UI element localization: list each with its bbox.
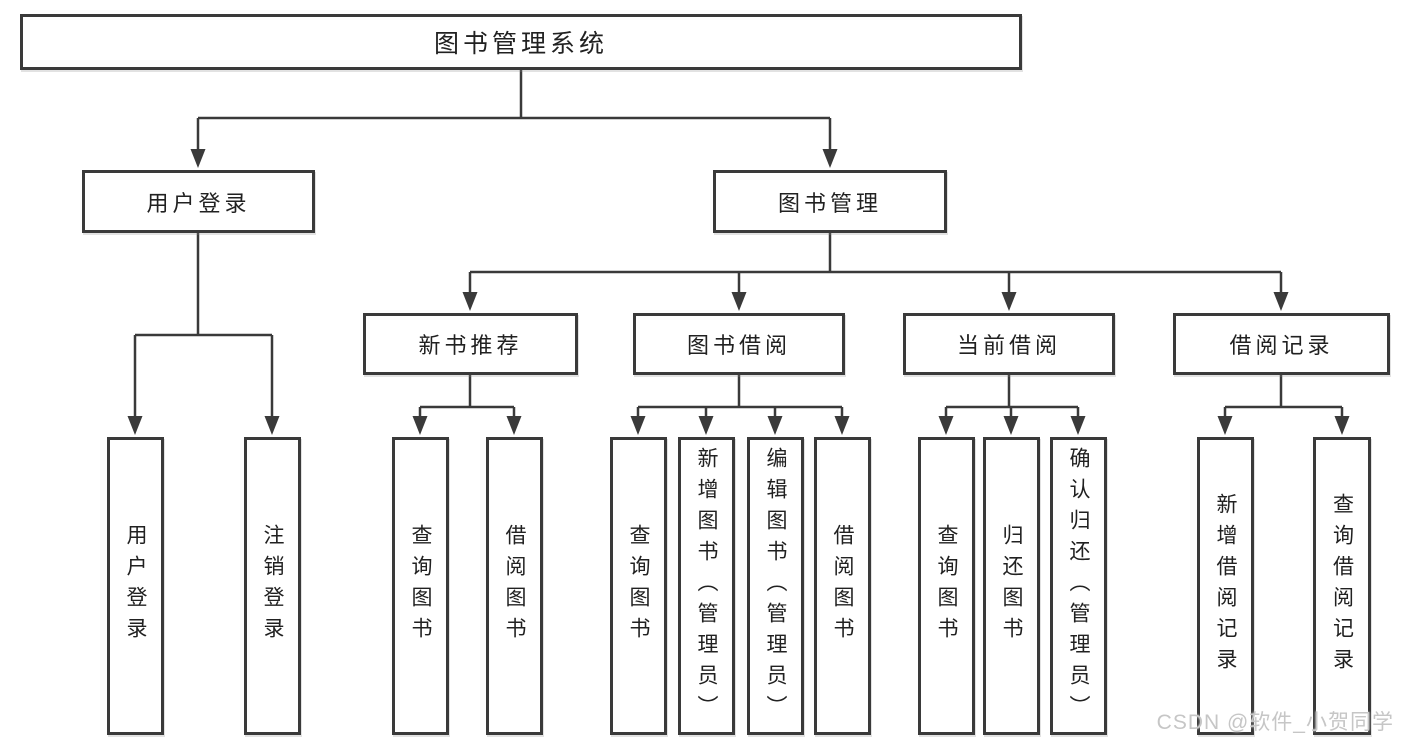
leaf-return-books-label: 归还图书 — [1000, 524, 1023, 648]
leaf-query-books-current-label: 查询图书 — [935, 524, 958, 648]
leaf-query-books-recommend-label: 查询图书 — [409, 524, 432, 648]
leaf-borrow-books-recommend: 借阅图书 — [486, 437, 543, 735]
leaf-add-books-admin: 新增图书（管理员） — [678, 437, 735, 735]
root-node-label: 图书管理系统 — [433, 30, 608, 58]
leaf-query-borrow-record-label: 查询借阅记录 — [1330, 493, 1354, 679]
csdn-watermark: CSDN @软件_小贺同学 — [1156, 711, 1394, 734]
node-book-management: 图书管理 — [713, 170, 947, 233]
leaf-user-login: 用户登录 — [107, 437, 164, 735]
leaf-add-borrow-record: 新增借阅记录 — [1197, 437, 1254, 735]
node-book-management-label: 图书管理 — [777, 190, 882, 216]
leaf-query-books-current: 查询图书 — [918, 437, 975, 735]
node-user-login: 用户登录 — [82, 170, 315, 233]
leaf-borrow-books-label: 借阅图书 — [831, 524, 854, 648]
leaf-edit-books-admin-label: 编辑图书（管理员） — [764, 446, 787, 726]
leaf-borrow-books: 借阅图书 — [814, 437, 871, 735]
leaf-logout-login: 注销登录 — [244, 437, 301, 735]
node-user-login-label: 用户登录 — [146, 190, 251, 216]
node-current-borrow: 当前借阅 — [903, 313, 1115, 375]
leaf-add-books-admin-label: 新增图书（管理员） — [695, 446, 718, 726]
node-book-borrow-label: 图书借阅 — [686, 333, 791, 358]
node-borrow-records-label: 借阅记录 — [1229, 333, 1334, 358]
leaf-return-books: 归还图书 — [983, 437, 1040, 735]
node-book-borrow: 图书借阅 — [633, 313, 845, 375]
arrowheads — [127, 149, 1350, 435]
leaf-query-books-recommend: 查询图书 — [392, 437, 449, 735]
leaf-query-borrow-record: 查询借阅记录 — [1313, 437, 1371, 735]
root-node-library-management-system: 图书管理系统 — [20, 14, 1022, 70]
leaf-query-books-borrow-label: 查询图书 — [627, 524, 650, 648]
leaf-user-login-label: 用户登录 — [124, 524, 147, 648]
node-new-book-recommend: 新书推荐 — [363, 313, 578, 375]
node-borrow-records: 借阅记录 — [1173, 313, 1390, 375]
leaf-add-borrow-record-label: 新增借阅记录 — [1214, 493, 1237, 679]
leaf-borrow-books-recommend-label: 借阅图书 — [503, 524, 526, 648]
leaf-confirm-return-admin: 确认归还（管理员） — [1050, 437, 1107, 735]
node-new-book-recommend-label: 新书推荐 — [418, 333, 523, 358]
leaf-query-books-borrow: 查询图书 — [610, 437, 667, 735]
leaf-edit-books-admin: 编辑图书（管理员） — [747, 437, 804, 735]
leaf-logout-login-label: 注销登录 — [261, 524, 284, 648]
node-current-borrow-label: 当前借阅 — [956, 333, 1061, 358]
leaf-confirm-return-admin-label: 确认归还（管理员） — [1067, 446, 1090, 726]
